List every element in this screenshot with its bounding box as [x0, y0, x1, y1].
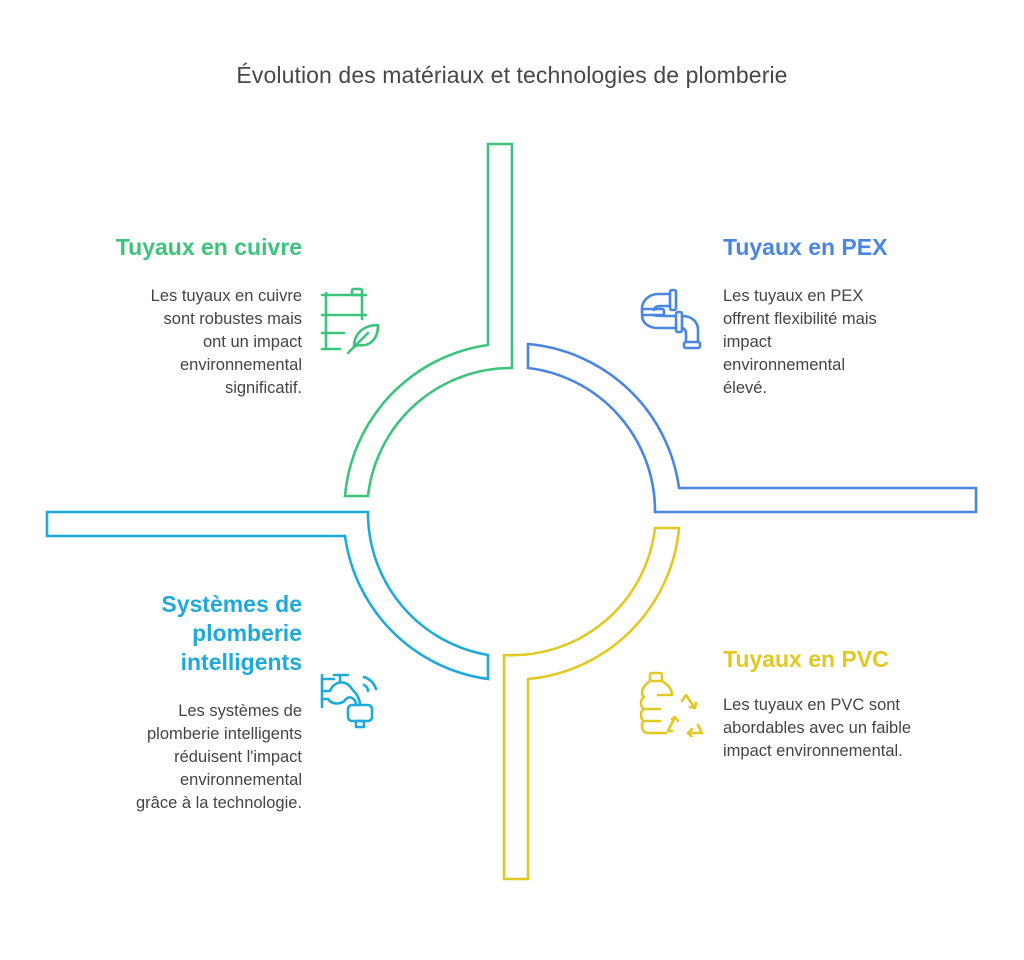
pex-pipe — [526, 342, 978, 514]
smart-pipe — [45, 510, 490, 681]
copper-heading: Tuyaux en cuivre — [115, 234, 302, 260]
bent-pipe-icon — [640, 288, 702, 350]
smart-description: Les systèmes de plomberie intelligents r… — [135, 702, 302, 812]
copper-pipe — [343, 142, 514, 498]
pex-description: Les tuyaux en PEX offrent flexibilité ma… — [723, 287, 877, 397]
pvc-heading: Tuyaux en PVC — [723, 646, 889, 672]
pex-heading: Tuyaux en PEX — [723, 234, 888, 260]
pvc-pipe — [502, 526, 681, 881]
bottle-recycle-icon — [639, 671, 704, 737]
pipe-leaf-icon — [320, 287, 380, 355]
smart-heading: Systèmes de plomberie intelligents — [161, 591, 302, 675]
diagram-title: Évolution des matériaux et technologies … — [236, 62, 788, 88]
copper-description: Les tuyaux en cuivre sont robustes mais … — [150, 287, 302, 397]
pvc-description: Les tuyaux en PVC sont abordables avec u… — [723, 696, 912, 760]
smart-faucet-icon — [320, 673, 378, 729]
